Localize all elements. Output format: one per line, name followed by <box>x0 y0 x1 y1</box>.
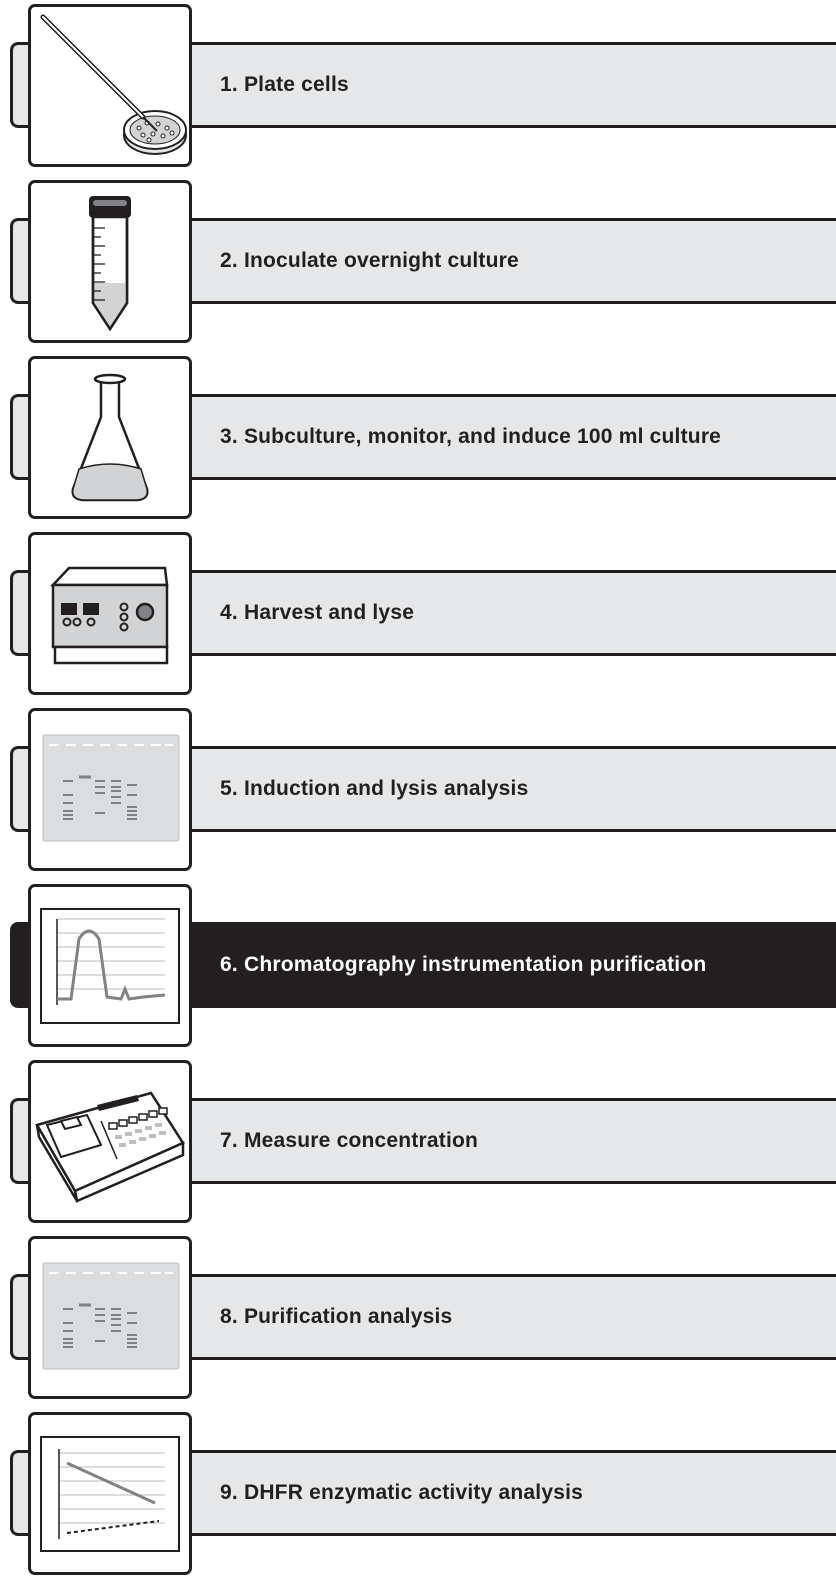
icon-frame <box>28 180 192 343</box>
step-3: 3. Subculture, monitor, and induce 100 m… <box>0 356 836 521</box>
icon-frame <box>28 356 192 519</box>
step-label: 2. Inoculate overnight culture <box>220 249 519 272</box>
icon-frame <box>28 1412 192 1575</box>
gel-electrophoresis-icon <box>42 1262 180 1370</box>
step-label: 8. Purification analysis <box>220 1305 453 1328</box>
step-label: 6. Chromatography instrumentation purifi… <box>220 953 707 976</box>
icon-frame <box>28 1060 192 1223</box>
step-5: 5. Induction and lysis analysis <box>0 708 836 873</box>
step-4: 4. Harvest and lyse <box>0 532 836 697</box>
step-8: 8. Purification analysis <box>0 1236 836 1401</box>
spectrophotometer-icon <box>35 1091 185 1203</box>
erlenmeyer-flask-icon <box>71 373 149 502</box>
icon-frame <box>28 884 192 1047</box>
gel-electrophoresis-icon <box>42 734 180 842</box>
chromatogram-icon <box>40 908 180 1024</box>
icon-frame <box>28 4 192 167</box>
culture-tube-icon <box>89 196 131 332</box>
step-label: 1. Plate cells <box>220 73 349 96</box>
activity-plot-icon <box>40 1436 180 1552</box>
step-6: 6. Chromatography instrumentation purifi… <box>0 884 836 1049</box>
step-7: 7. Measure concentration <box>0 1060 836 1225</box>
step-label: 9. DHFR enzymatic activity analysis <box>220 1481 583 1504</box>
petri-dish-pipette-icon <box>40 14 187 155</box>
icon-frame <box>28 532 192 695</box>
step-1: 1. Plate cells <box>0 4 836 169</box>
icon-frame <box>28 1236 192 1399</box>
step-2: 2. Inoculate overnight culture <box>0 180 836 345</box>
step-label: 7. Measure concentration <box>220 1129 479 1152</box>
step-label: 5. Induction and lysis analysis <box>220 777 529 800</box>
step-label: 4. Harvest and lyse <box>220 601 415 624</box>
sonicator-instrument-icon <box>50 566 169 665</box>
icon-frame <box>28 708 192 871</box>
step-label: 3. Subculture, monitor, and induce 100 m… <box>220 425 722 448</box>
step-9: 9. DHFR enzymatic activity analysis <box>0 1412 836 1577</box>
